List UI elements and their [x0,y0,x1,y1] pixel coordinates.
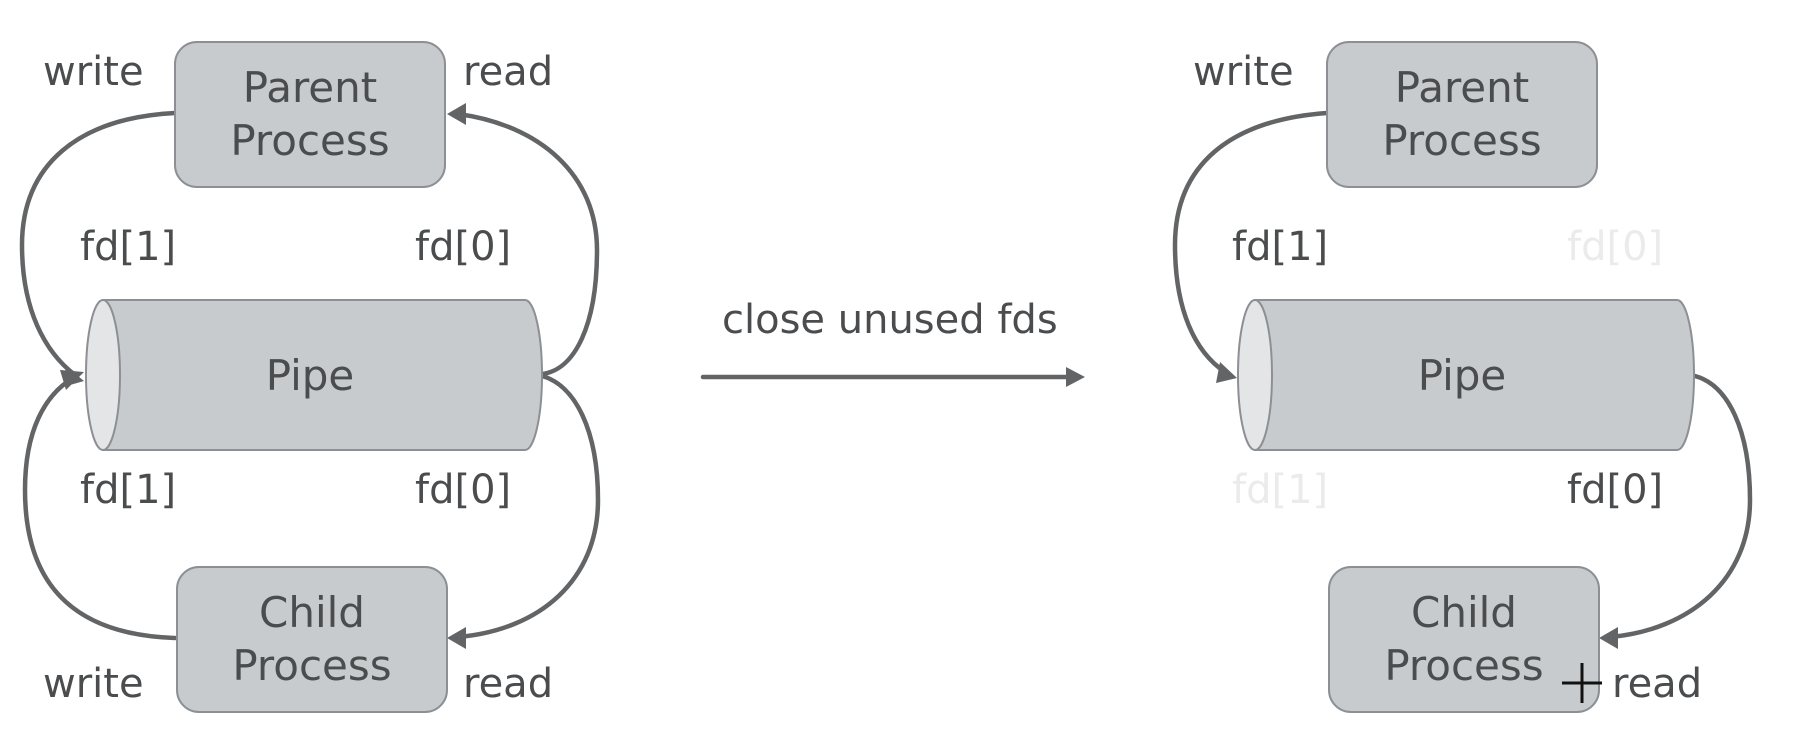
after-parent-write-arrowhead [1216,362,1237,383]
child-fd1-label: fd[1] [80,467,176,513]
after-parent-process-label-line1: Parent [1395,63,1529,112]
after-pipe-label: Pipe [1418,351,1507,400]
after-parent-write-arrow [1172,110,1330,375]
parent-write-arrow [19,110,178,378]
after-parent-process-label-line2: Process [1382,116,1541,165]
parent-fd0-label: fd[0] [415,224,511,270]
after-child-process-box [1328,566,1600,713]
after-child-read-arrowhead [1599,627,1618,649]
parent-process-label-line2: Process [230,116,389,165]
after-parent-process-box [1326,41,1598,188]
parent-write-label: write [43,49,144,95]
child-process-label-line1: Child [259,588,365,637]
before-diagram: Parent Process Pipe Child Process write … [19,41,601,713]
parent-read-arrowhead [447,103,466,125]
after-parent-write-label: write [1193,49,1294,95]
after-pipe-cylinder [1254,299,1695,451]
transition: close unused fds [700,297,1085,387]
child-write-label: write [43,661,144,707]
after-child-read-arrow [1607,373,1753,640]
parent-fd1-label: fd[1] [80,224,176,270]
parent-process-label-line1: Parent [243,63,377,112]
close-unused-fds-label: close unused fds [722,297,1058,343]
closed-parent-fd0-label: fd[0] [1567,224,1663,270]
child-read-arrow [455,373,601,640]
parent-read-arrow [455,111,600,377]
child-write-arrowhead [60,370,84,390]
after-child-process-label-line1: Child [1411,588,1517,637]
after-diagram: Parent Process Pipe Child Process write … [1172,41,1753,713]
after-child-fd0-label: fd[0] [1567,467,1663,513]
parent-process-box [174,41,446,188]
child-write-arrow [22,375,178,641]
parent-read-label: read [463,49,553,95]
child-process-label-line2: Process [232,641,391,690]
pipe-label: Pipe [266,351,355,400]
after-parent-fd1-label: fd[1] [1232,224,1328,270]
child-fd0-label: fd[0] [415,467,511,513]
after-pipe-cylinder-opening [1237,299,1273,451]
pipe-cylinder [102,299,543,451]
child-read-label: read [463,661,553,707]
after-child-process-label-line2: Process [1384,641,1543,690]
child-read-arrowhead [447,627,466,649]
child-process-box [176,566,448,713]
transition-arrowhead [1066,367,1085,387]
after-child-read-label: read [1612,661,1702,707]
pipe-cylinder-opening [85,299,121,451]
crosshair-cursor-icon [1562,663,1602,703]
closed-child-fd1-label: fd[1] [1232,467,1328,513]
